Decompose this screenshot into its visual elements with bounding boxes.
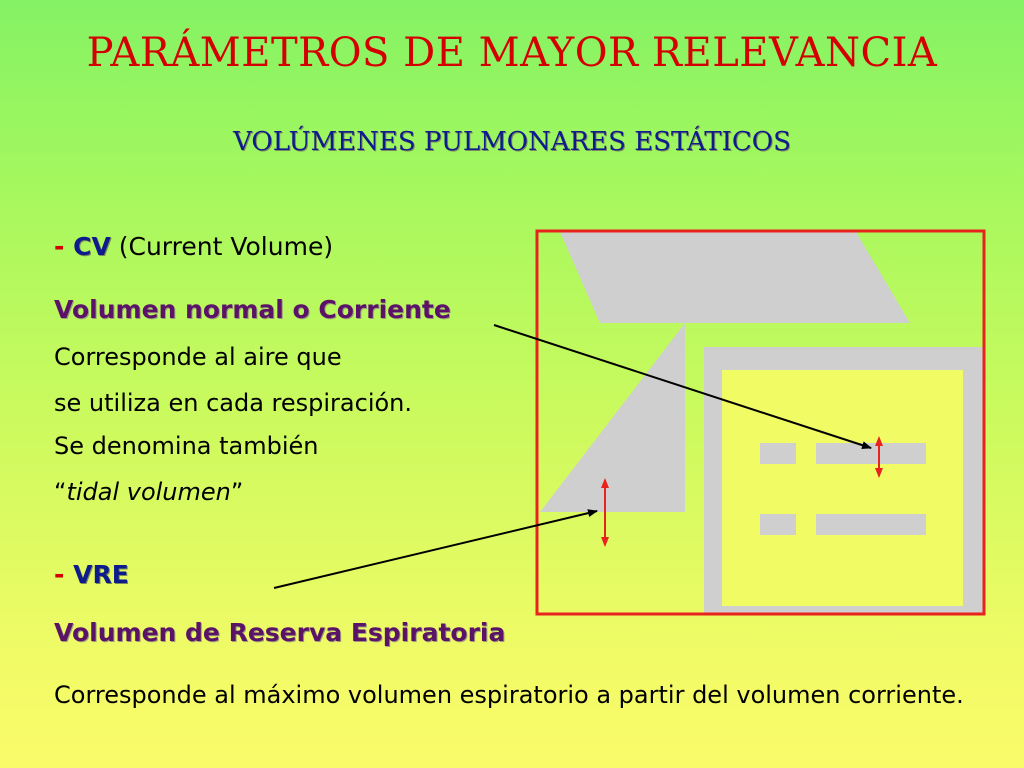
tidal-term: tidal volumen xyxy=(66,478,231,506)
cv-heading: Volumen normal o Corriente xyxy=(54,295,451,324)
grey-bar-1 xyxy=(816,443,926,464)
grey-block-1 xyxy=(760,443,796,464)
vre-dash: - xyxy=(54,560,74,589)
cv-dash: - xyxy=(54,232,74,261)
vre-abbr: VRE xyxy=(73,560,129,589)
cv-line-1: Corresponde al aire que xyxy=(54,343,342,371)
red-frame xyxy=(535,229,986,616)
cv-bullet: - CV (Current Volume) xyxy=(54,232,333,261)
vre-heading: Volumen de Reserva Espiratoria xyxy=(54,618,506,647)
cv-tidal-line: “tidal volumen” xyxy=(54,478,243,506)
vre-description: Corresponde al máximo volumen espiratori… xyxy=(54,681,964,709)
quote-close: ” xyxy=(230,478,244,506)
page-title: PARÁMETROS DE MAYOR RELEVANCIA xyxy=(86,30,938,76)
quote-open: “ xyxy=(54,478,67,506)
cv-pointer-arrow xyxy=(493,324,872,450)
cv-abbr: CV xyxy=(73,232,111,261)
vre-bullet: - VRE xyxy=(54,560,129,589)
grey-block-2 xyxy=(760,514,796,535)
yellow-inner-panel xyxy=(722,370,963,606)
grey-parallelogram xyxy=(560,232,910,323)
vre-pointer-arrow xyxy=(273,509,598,589)
grey-bar-2 xyxy=(816,514,926,535)
cv-expansion: (Current Volume) xyxy=(110,232,334,261)
grey-triangle xyxy=(540,323,685,512)
cv-line-3: Se denomina también xyxy=(54,432,319,460)
cv-line-2: se utiliza en cada respiración. xyxy=(54,389,413,417)
page-subtitle: VOLÚMENES PULMONARES ESTÁTICOS xyxy=(233,127,791,157)
